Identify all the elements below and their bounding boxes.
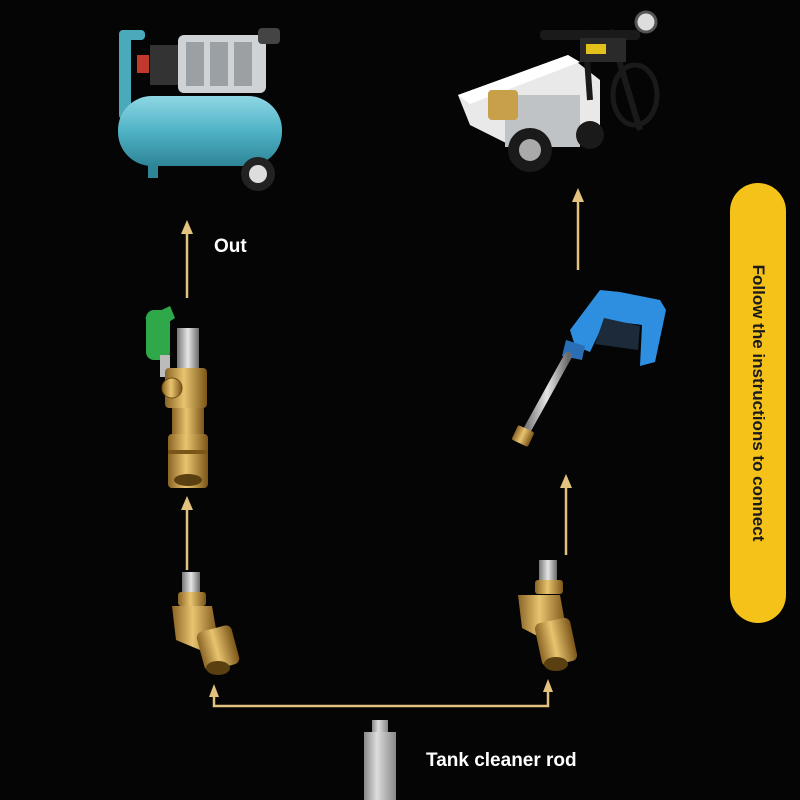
air-compressor-icon	[118, 28, 282, 191]
instructions-text: Follow the instructions to connect	[749, 264, 768, 542]
spray-gun-icon	[512, 290, 666, 447]
tank-cleaner-rod-label: Tank cleaner rod	[426, 750, 577, 771]
connection-arrows	[181, 188, 584, 708]
ball-valve-coupler-icon	[145, 306, 208, 488]
out-label: Out	[214, 236, 247, 257]
swivel-connector-icon-right	[518, 560, 578, 671]
arrow-to-ball-valve	[181, 496, 193, 570]
arrow-to-compressor	[181, 220, 193, 298]
instructions-badge: Follow the instructions to connect	[730, 183, 786, 623]
arrow-to-pressure-washer	[572, 188, 584, 270]
pressure-washer-icon	[458, 10, 660, 172]
tank-cleaner-rod-icon	[364, 720, 396, 800]
bottom-path-arrow	[209, 679, 553, 708]
arrow-to-spray-gun	[560, 474, 572, 555]
swivel-connector-icon-left	[172, 572, 240, 675]
